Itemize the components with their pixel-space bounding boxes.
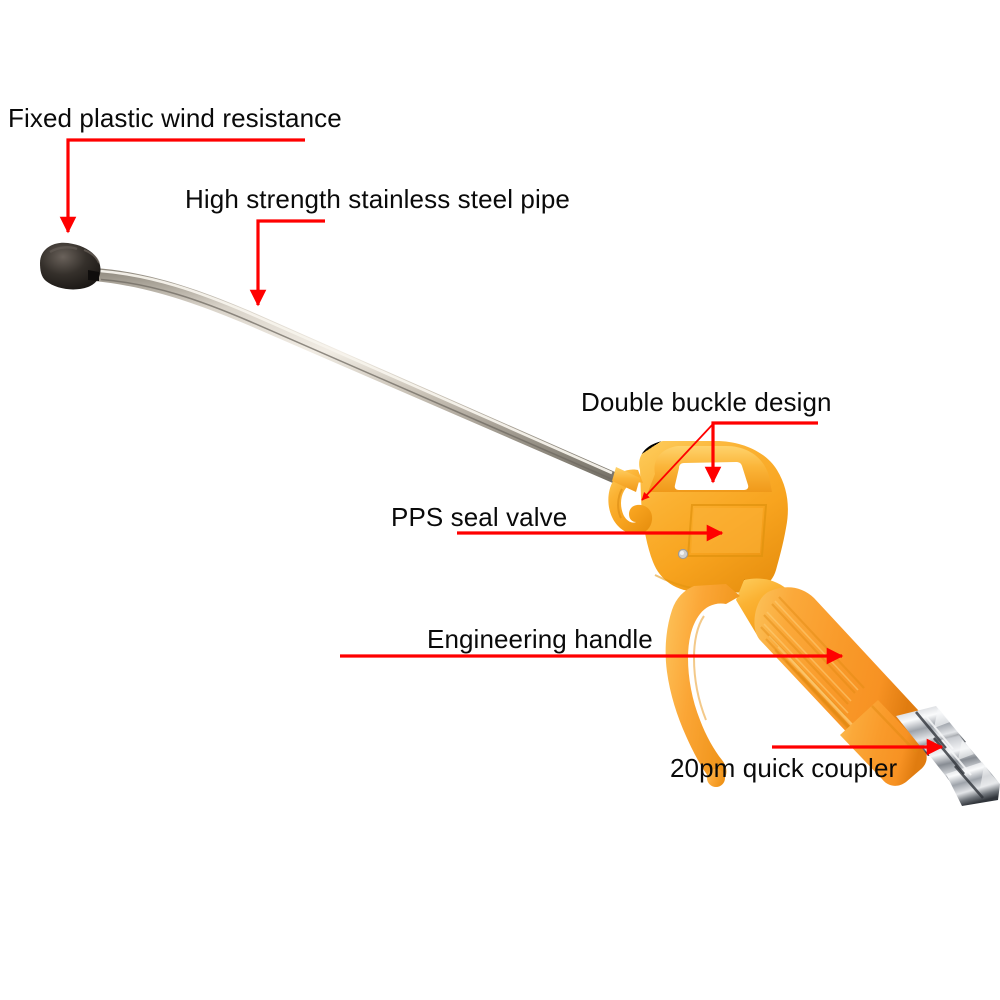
callout-label-fixed-plastic-wind-resistance: Fixed plastic wind resistance (8, 103, 342, 133)
trigger (665, 584, 740, 787)
callout-label-double-buckle-design: Double buckle design (581, 387, 832, 417)
nozzle-tip (40, 242, 101, 290)
callout-line-double-buckle-design (641, 421, 818, 501)
steel-pipe (62, 262, 622, 487)
callout-label-20pm-quick-coupler: 20pm quick coupler (670, 753, 898, 783)
callout-label-engineering-handle: Engineering handle (427, 624, 653, 654)
grip (754, 587, 927, 786)
callout-line-high-strength-stainless-steel-pipe (249, 219, 325, 307)
callout-line-fixed-plastic-wind-resistance (59, 138, 305, 234)
callout-label-high-strength-stainless-steel-pipe: High strength stainless steel pipe (185, 184, 570, 214)
callout-label-pps-seal-valve: PPS seal valve (391, 502, 568, 532)
